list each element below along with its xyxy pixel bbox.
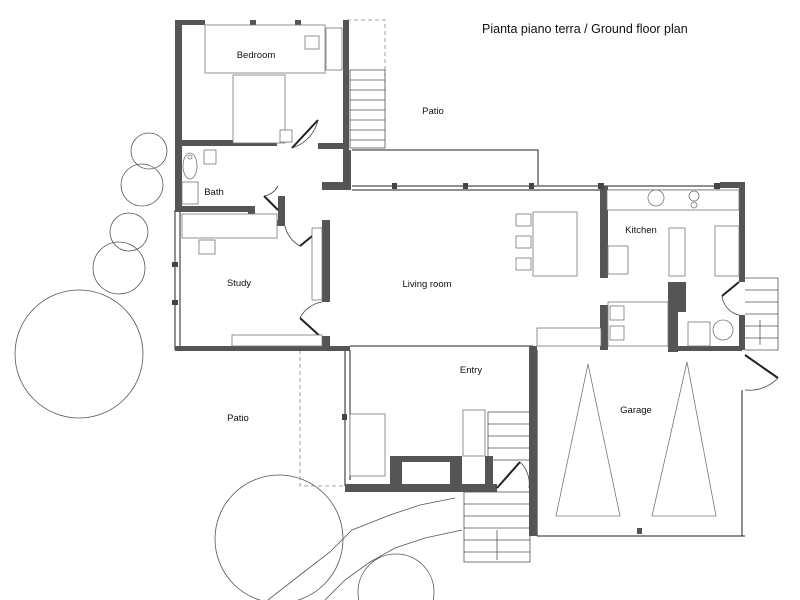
patio-north-label: Patio (422, 106, 444, 117)
entry-label: Entry (460, 365, 482, 376)
patio-south-label: Patio (227, 413, 249, 424)
garage-label: Garage (620, 405, 652, 416)
kitchen-label: Kitchen (625, 225, 657, 236)
garden-path (267, 497, 463, 600)
trees (14, 132, 435, 600)
room-labels: Bedroom Patio Bath Kitchen Study Living … (204, 50, 657, 424)
plan-title: Pianta piano terra / Ground floor plan (482, 22, 688, 36)
study-label: Study (227, 278, 252, 289)
stairs (349, 69, 779, 563)
bath-label: Bath (204, 187, 224, 198)
bedroom-label: Bedroom (237, 50, 276, 61)
fixtures (181, 24, 740, 517)
living-room-label: Living room (402, 279, 451, 290)
doors (263, 119, 779, 489)
window-markers (172, 183, 720, 420)
